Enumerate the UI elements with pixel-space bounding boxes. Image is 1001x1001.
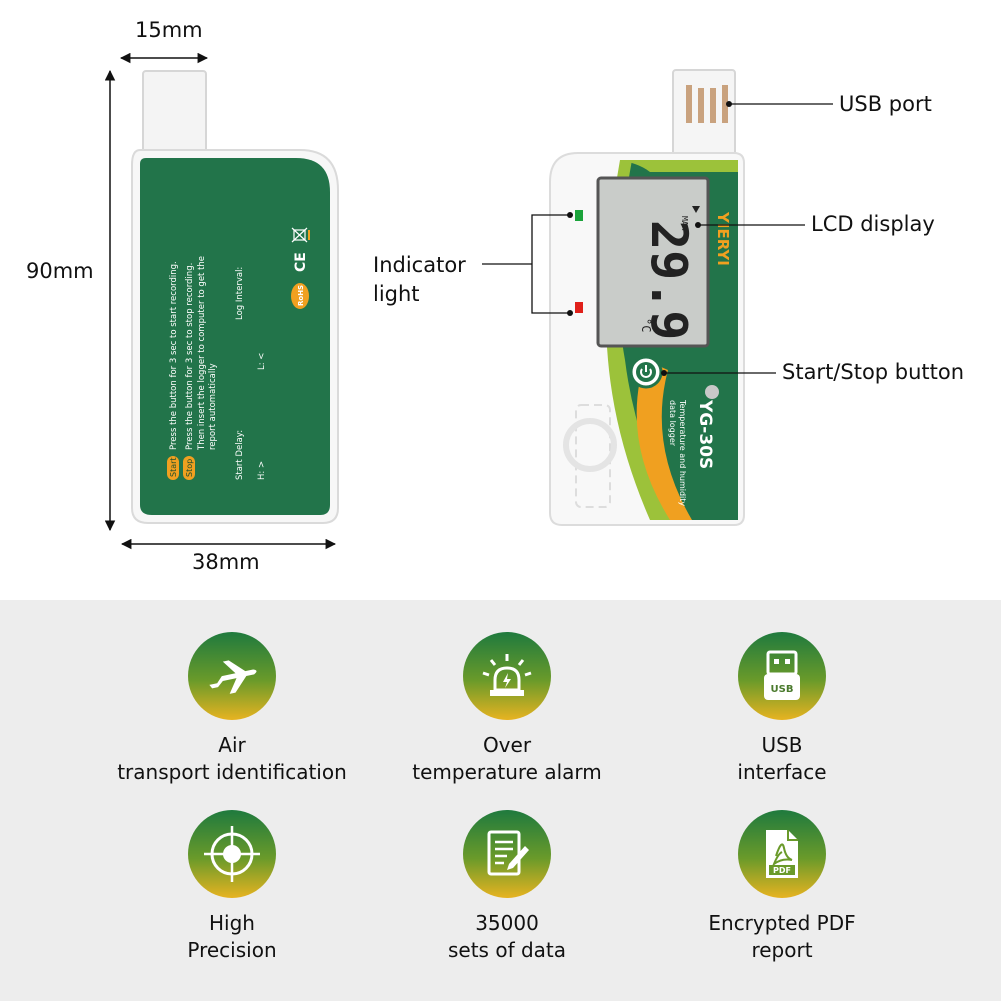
device-front-diagram: MAX 29.9 °C YIERYI YG-30S Temperature an…: [549, 69, 745, 526]
feature-usb-interface: USB USB interface: [642, 632, 922, 786]
indicator-line1: Indicator: [373, 253, 466, 277]
subtitle-line2: data logger: [668, 400, 677, 447]
back-green-label: [140, 158, 330, 515]
feature-label-line1: High: [209, 911, 255, 935]
sensor-dot: [705, 385, 719, 399]
feature-label-line1: 35000: [475, 911, 539, 935]
pdf-icon-text: PDF: [773, 866, 791, 875]
usb-icon: USB: [738, 632, 826, 720]
feature-label-line2: temperature alarm: [412, 760, 602, 784]
airplane-icon: [188, 632, 276, 720]
red-led: [575, 302, 583, 313]
alarm-icon: [463, 632, 551, 720]
feature-label-line2: sets of data: [447, 938, 567, 962]
feature-high-precision: High Precision: [92, 810, 372, 964]
weee-bin-icon: [291, 227, 310, 243]
callout-usb-port: USB port: [839, 92, 932, 116]
l-value: L: <: [257, 353, 267, 370]
back-line1: Press the button for 3 sec to start reco…: [169, 261, 179, 450]
document-edit-icon: [463, 810, 551, 898]
rohs-mark: [291, 283, 309, 309]
back-line2: Press the button for 3 sec to stop recor…: [185, 263, 195, 450]
usb-icon-text: USB: [771, 684, 794, 695]
dimension-width-bottom: 38mm: [192, 550, 260, 574]
callout-indicator-light: Indicator light: [373, 251, 466, 309]
callout-lines: [482, 101, 833, 376]
subtitle-line1: Temperature and humidity: [678, 399, 687, 506]
start-badge: Start: [169, 457, 178, 477]
orange-arc: [636, 360, 692, 520]
lcd-reading: 29.9: [640, 220, 698, 340]
lcd-max: MAX: [680, 216, 689, 231]
model-name: YG-30S: [695, 399, 715, 469]
stop-badge: Stop: [185, 459, 194, 477]
ce-mark: CE: [293, 252, 309, 272]
target-icon: [188, 810, 276, 898]
dimension-width-top: 15mm: [135, 18, 203, 42]
feature-label-line2: Precision: [187, 938, 277, 962]
back-line3: Then insert the logger to computer to ge…: [197, 256, 207, 451]
lcd-screen: [596, 176, 710, 348]
transparent-window: [575, 404, 611, 508]
indicator-line2: light: [373, 282, 420, 306]
start-delay-label: Start Delay:: [235, 430, 245, 480]
feature-label-line2: report: [751, 938, 813, 962]
rohs-text: RoHS: [297, 285, 305, 306]
feature-label-line2: interface: [737, 760, 827, 784]
back-line4: report automatically: [208, 363, 218, 450]
device-back-diagram: Start Press the button for 3 sec to star…: [104, 52, 339, 550]
feature-encrypted-pdf: PDF Encrypted PDF report: [642, 810, 922, 964]
log-interval-label: Log Interval:: [235, 267, 245, 320]
feature-label-line1: Encrypted PDF: [708, 911, 856, 935]
dimension-height: 90mm: [26, 259, 94, 283]
lcd-arrow-icon: [692, 206, 700, 213]
feature-label-line1: Over: [482, 733, 532, 757]
pdf-icon: PDF: [738, 810, 826, 898]
feature-label-line1: USB: [761, 733, 803, 757]
feature-over-temperature-alarm: Over temperature alarm: [367, 632, 647, 786]
feature-label-line2: transport identification: [117, 760, 347, 784]
lcd-unit: °C: [639, 318, 653, 332]
callout-lcd-display: LCD display: [811, 212, 935, 236]
feature-air-transport: Air transport identification: [92, 632, 372, 786]
green-led: [575, 210, 583, 221]
feature-data-sets: 35000 sets of data: [367, 810, 647, 964]
feature-label-line1: Air: [218, 733, 246, 757]
h-value: H: >: [257, 461, 267, 480]
callout-start-stop: Start/Stop button: [782, 360, 965, 384]
